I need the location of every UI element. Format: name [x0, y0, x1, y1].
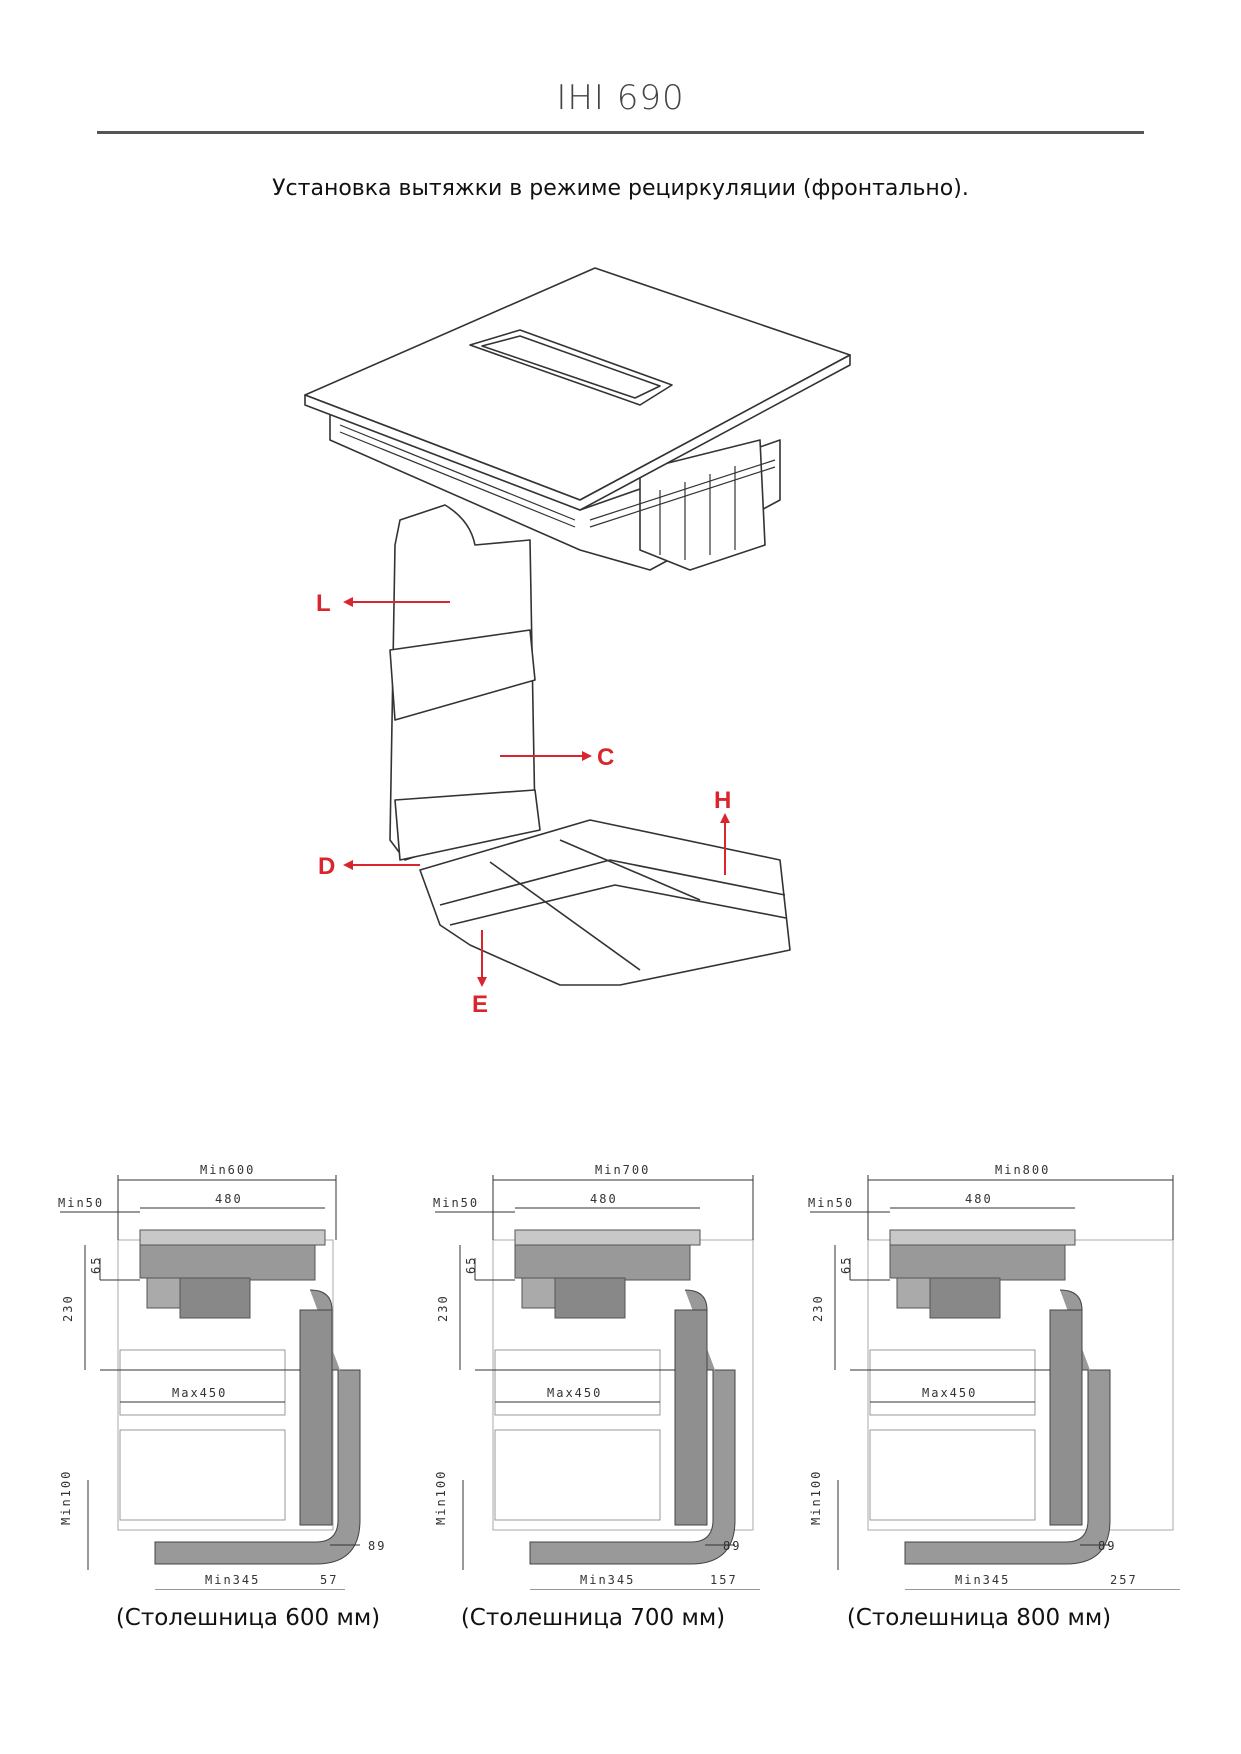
dim-65: 65 [839, 1256, 853, 1274]
dim-gap: 257 [1110, 1573, 1138, 1587]
label-L: L [316, 590, 331, 617]
dim-min50: Min50 [433, 1196, 479, 1210]
dim-gap: 57 [320, 1573, 338, 1587]
dim-max450: Max450 [922, 1386, 977, 1400]
dim-min345: Min345 [205, 1573, 260, 1587]
extraction-slot [469, 329, 673, 406]
dim-480: 480 [965, 1192, 993, 1206]
caption-700: (Столешница 700 мм) [460, 1605, 726, 1631]
dim-min-width: Min600 [200, 1163, 255, 1177]
scheme-600: Min600 480 Min50 65 230 Max450 Min100 89… [58, 1163, 386, 1590]
dim-480: 480 [590, 1192, 618, 1206]
dim-65: 65 [464, 1256, 478, 1274]
dim-min50: Min50 [808, 1196, 854, 1210]
caption-800: (Столешница 800 мм) [846, 1605, 1112, 1631]
dim-max450: Max450 [172, 1386, 227, 1400]
dim-230: 230 [436, 1294, 450, 1322]
dim-min-width: Min800 [995, 1163, 1050, 1177]
scheme-800: Min800 480 Min50 65 230 Max450 Min100 89… [808, 1163, 1180, 1590]
label-C: C [597, 744, 614, 771]
duct-band-upper [389, 629, 536, 721]
dim-gap: 157 [710, 1573, 738, 1587]
dim-min-width: Min700 [595, 1163, 650, 1177]
isometric-hood-illustration: L C H D E [304, 267, 851, 1018]
dim-89: 89 [368, 1539, 386, 1553]
hob-top-plate-edge [304, 354, 851, 511]
label-E: E [472, 991, 488, 1018]
dim-480: 480 [215, 1192, 243, 1206]
dim-89: 89 [1098, 1539, 1116, 1553]
dim-min345: Min345 [580, 1573, 635, 1587]
dim-230: 230 [811, 1294, 825, 1322]
dim-min50: Min50 [58, 1196, 104, 1210]
dim-89: 89 [723, 1539, 741, 1553]
label-H: H [714, 787, 731, 814]
caption-600: (Столешница 600 мм) [115, 1605, 381, 1631]
dim-min100: Min100 [59, 1470, 73, 1525]
duct-band-lower [394, 789, 541, 861]
filter-box [419, 819, 791, 986]
scheme-700: Min700 480 Min50 65 230 Max450 Min100 89… [433, 1163, 760, 1590]
page-title: IHI 690 [556, 78, 685, 118]
title-divider [97, 131, 1144, 134]
dim-min100: Min100 [434, 1470, 448, 1525]
page-subtitle: Установка вытяжки в режиме рециркуляции … [272, 176, 969, 201]
label-D: D [318, 853, 335, 880]
dim-230: 230 [61, 1294, 75, 1322]
dim-min345: Min345 [955, 1573, 1010, 1587]
dim-max450: Max450 [547, 1386, 602, 1400]
dim-65: 65 [89, 1256, 103, 1274]
motor-box [639, 439, 766, 571]
dim-min100: Min100 [809, 1470, 823, 1525]
